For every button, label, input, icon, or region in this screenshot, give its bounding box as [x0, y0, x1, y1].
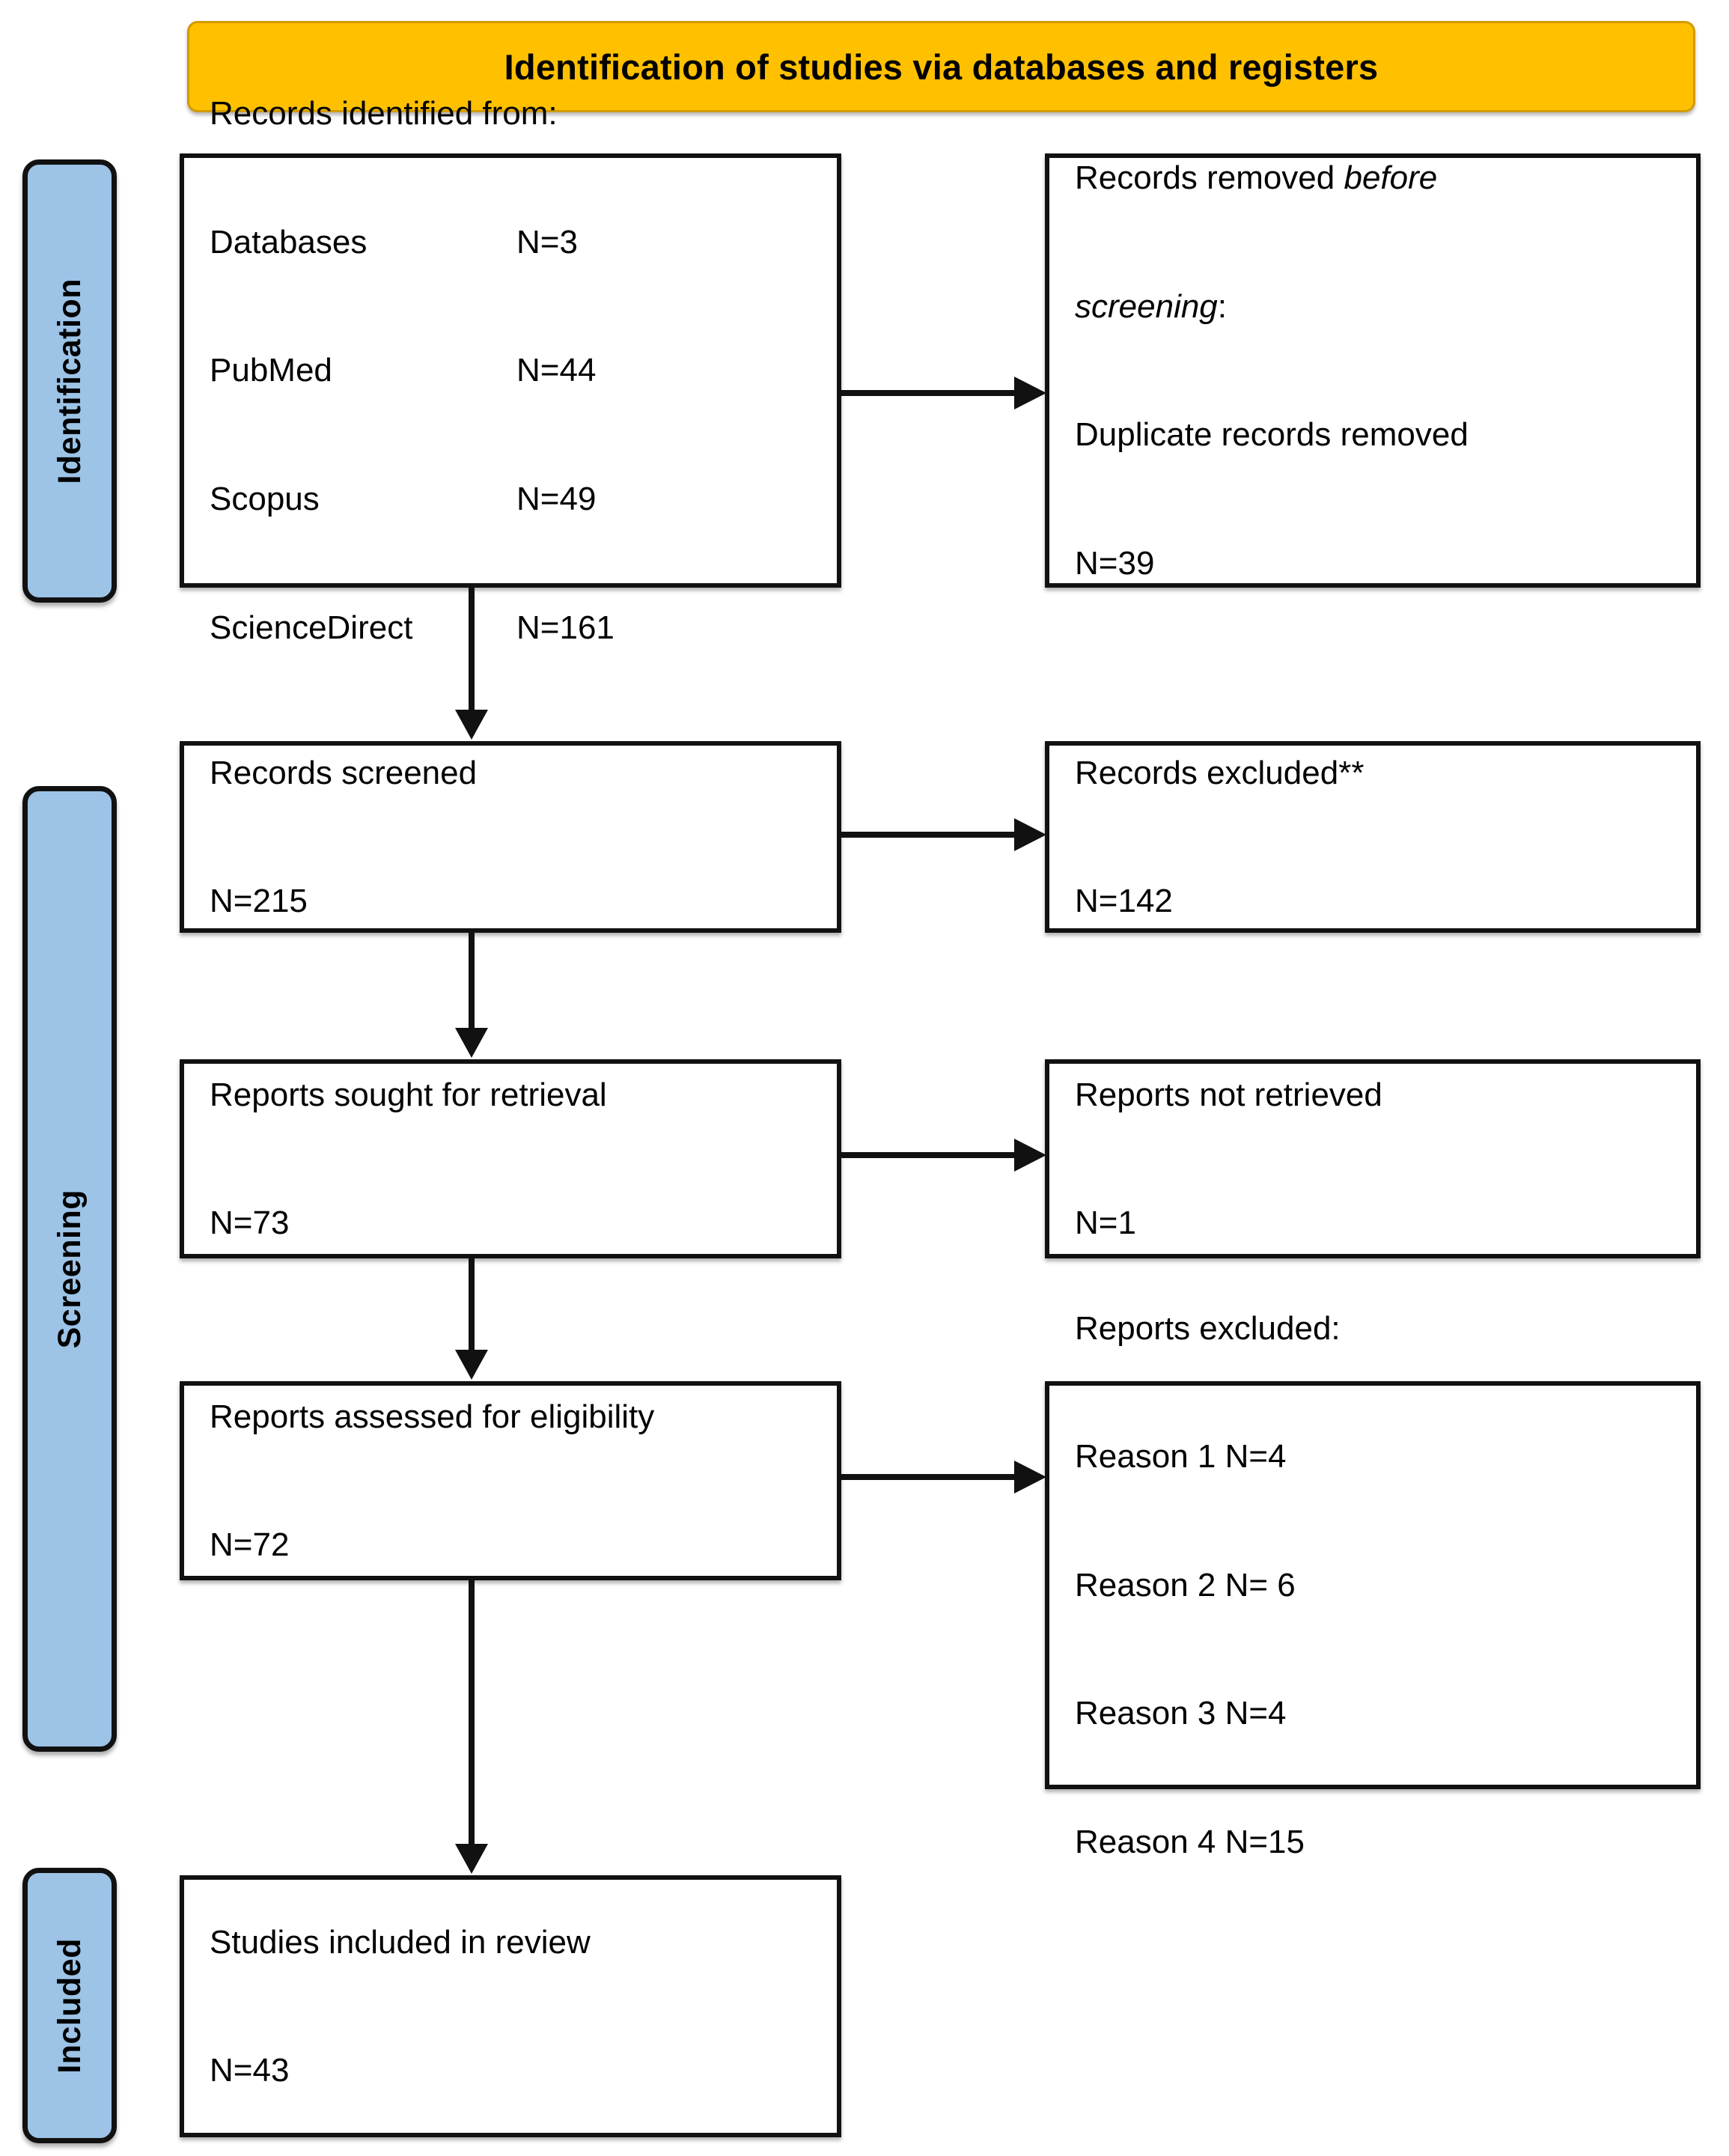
box-records-identified: Records identified from: Databases N=3 P…: [180, 95, 841, 646]
arrow-down-screened-to-sought: [449, 933, 494, 1059]
box-records-screened: Records screened N=215: [180, 741, 841, 933]
records-excluded-label: Records excluded**: [1075, 754, 1364, 791]
diagram-title: Identification of studies via databases …: [504, 46, 1379, 87]
records-removed-text: Records removed before screening: Duplic…: [1049, 71, 1494, 671]
records-identified-row: PubMed N=44: [210, 352, 597, 389]
records-screened-text: Records screened N=215: [184, 666, 502, 1008]
stage-label-screening: Screening: [51, 1189, 88, 1349]
arrow-down-assessed-to-included: [449, 1580, 494, 1875]
arrow-right-identified-to-removed: [837, 371, 1049, 415]
reports-sought-label: Reports sought for retrieval: [210, 1076, 607, 1113]
reports-not-retrieved-count: N=1: [1075, 1205, 1136, 1242]
stage-tab-included: Included: [22, 1868, 117, 2143]
reports-excluded-reason: Reason 3 N=4: [1075, 1695, 1287, 1732]
records-removed-line-1: Records removed before: [1075, 159, 1438, 197]
records-screened-label: Records screened: [210, 754, 478, 791]
box-studies-included-in-review: Studies included in review N=43: [180, 1875, 841, 2137]
records-identified-row: ScienceDirect N=161: [210, 609, 615, 646]
studies-included-count: N=43: [210, 2052, 290, 2089]
records-removed-line-3: Duplicate records removed: [1075, 416, 1469, 454]
reports-not-retrieved-text: Reports not retrieved N=1: [1049, 987, 1408, 1330]
reports-assessed-text: Reports assessed for eligibility N=72: [184, 1309, 680, 1652]
reports-sought-text: Reports sought for retrieval N=73: [184, 987, 632, 1330]
stage-tab-screening: Screening: [22, 786, 117, 1752]
records-identified-text: Records identified from: Databases N=3 P…: [184, 7, 640, 734]
diagram-header-banner: Identification of studies via databases …: [187, 21, 1695, 112]
arrow-down-identified-to-screened: [449, 588, 494, 741]
box-reports-excluded: Reports excluded: Reason 1 N=4 Reason 2 …: [1045, 1310, 1701, 1860]
studies-included-label: Studies included in review: [210, 1923, 591, 1961]
records-identified-row: Databases N=3: [210, 223, 578, 261]
arrow-down-sought-to-assessed: [449, 1258, 494, 1381]
reports-excluded-reason: Reason 2 N= 6: [1075, 1566, 1296, 1604]
records-identified-heading: Records identified from:: [210, 95, 558, 133]
reports-not-retrieved-label: Reports not retrieved: [1075, 1076, 1382, 1113]
reports-assessed-count: N=72: [210, 1526, 290, 1564]
reports-excluded-reason: Reason 4 N=15: [1075, 1824, 1305, 1861]
box-reports-not-retrieved: Reports not retrieved N=1: [1045, 1059, 1701, 1258]
box-records-excluded: Records excluded** N=142: [1045, 741, 1701, 933]
stage-label-identification: Identification: [51, 278, 88, 484]
reports-excluded-reason: Reason 1 N=4: [1075, 1438, 1287, 1476]
box-records-removed-before-screening: Records removed before screening: Duplic…: [1045, 153, 1701, 588]
arrow-right-sought-to-not-retrieved: [837, 1133, 1049, 1178]
arrow-right-assessed-to-reports-excluded: [837, 1455, 1049, 1499]
stage-tab-identification: Identification: [22, 159, 117, 603]
stage-label-included: Included: [51, 1937, 88, 2074]
records-identified-row: Scopus N=49: [210, 480, 597, 517]
box-reports-assessed-for-eligibility: Reports assessed for eligibility N=72: [180, 1381, 841, 1580]
reports-excluded-heading: Reports excluded:: [1075, 1309, 1341, 1347]
records-excluded-text: Records excluded** N=142: [1049, 666, 1389, 1008]
records-excluded-count: N=142: [1075, 883, 1173, 920]
records-removed-count: N=39: [1075, 544, 1155, 582]
reports-excluded-text: Reports excluded: Reason 1 N=4 Reason 2 …: [1049, 1221, 1366, 1949]
reports-assessed-label: Reports assessed for eligibility: [210, 1398, 655, 1435]
reports-sought-count: N=73: [210, 1205, 290, 1242]
records-removed-line-2: screening:: [1075, 287, 1228, 325]
arrow-right-screened-to-excluded: [837, 812, 1049, 857]
records-screened-count: N=215: [210, 883, 308, 920]
box-reports-sought-for-retrieval: Reports sought for retrieval N=73: [180, 1059, 841, 1258]
studies-included-text: Studies included in review N=43: [184, 1835, 616, 2156]
